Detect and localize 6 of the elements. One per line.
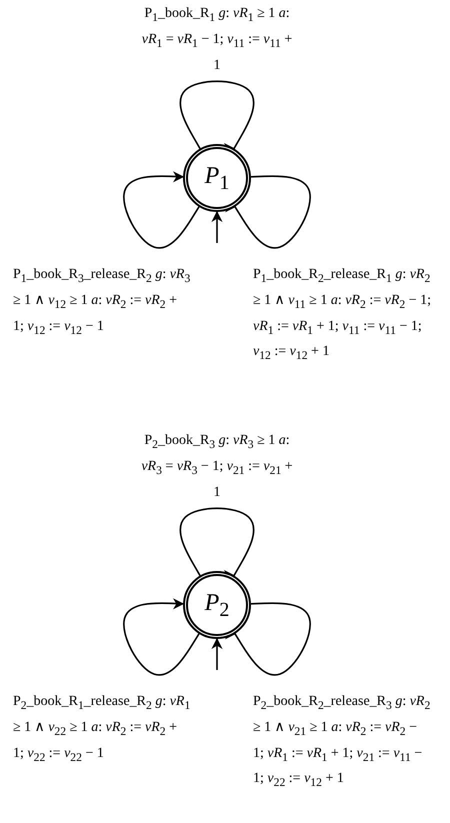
state-name: P$_{2}$	[204, 590, 230, 620]
self-loop-arrow	[180, 508, 254, 577]
self-loop-arrow	[180, 80, 254, 150]
self-loop-arrow	[123, 170, 200, 249]
state-name: P$_{1}$	[204, 164, 230, 192]
self-loop-arrow	[123, 598, 200, 676]
